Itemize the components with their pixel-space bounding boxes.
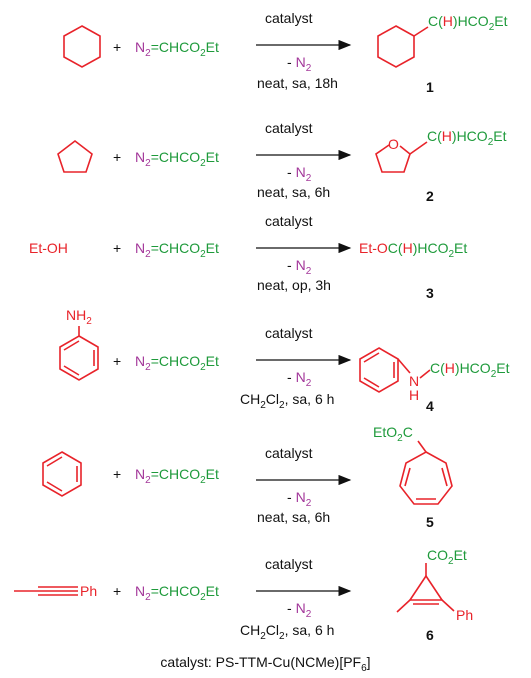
minus-n2: - N2 bbox=[287, 369, 312, 389]
hydrogen-atom: H bbox=[409, 387, 419, 403]
thf-product-ring bbox=[375, 144, 411, 173]
plus-sign: + bbox=[113, 240, 121, 256]
plus-sign: + bbox=[113, 466, 121, 482]
catalyst-label: catalyst bbox=[265, 556, 313, 572]
conditions-2: neat, sa, 6h bbox=[257, 184, 330, 200]
product-6-ester: CO2Et bbox=[427, 547, 467, 567]
bond bbox=[397, 358, 411, 374]
compound-number-5: 5 bbox=[426, 514, 434, 530]
catalyst-label: catalyst bbox=[265, 325, 313, 341]
plus-sign: + bbox=[113, 149, 121, 165]
benzene-ring bbox=[42, 451, 82, 497]
reaction-3: Et-OH + N2=CHCO2Et catalyst - N2 neat, o… bbox=[29, 213, 467, 301]
diazo-reagent: N2=CHCO2Et bbox=[135, 149, 219, 169]
ethanol: Et-OH bbox=[29, 240, 68, 256]
conditions-1: neat, sa, 18h bbox=[257, 75, 338, 91]
product-3: Et-OC(H)HCO2Et bbox=[359, 240, 467, 260]
minus-n2: - N2 bbox=[287, 257, 312, 277]
diazo-reagent: N2=CHCO2Et bbox=[135, 353, 219, 373]
conditions-3: neat, op, 3h bbox=[257, 277, 331, 293]
compound-number-2: 2 bbox=[426, 188, 434, 204]
bond bbox=[441, 599, 455, 612]
cyclohexane-ring bbox=[63, 25, 101, 68]
reaction-scheme: + N2=CHCO2Et catalyst - N2 neat, sa, 18h… bbox=[14, 10, 510, 643]
reaction-5: + N2=CHCO2Et catalyst - N2 neat, sa, 6h … bbox=[42, 424, 453, 530]
conditions-6: CH2Cl2, sa, 6 h bbox=[240, 622, 334, 642]
cyclohexyl-ring bbox=[377, 25, 415, 68]
bond bbox=[63, 365, 80, 376]
diazo-reagent: N2=CHCO2Et bbox=[135, 466, 219, 486]
amine-group: NH2 bbox=[66, 307, 92, 327]
cycloheptatriene-ring bbox=[399, 451, 453, 505]
minus-n2: - N2 bbox=[287, 164, 312, 184]
oxygen-atom: O bbox=[388, 136, 399, 152]
catalyst-label: catalyst bbox=[265, 10, 313, 26]
minus-n2: - N2 bbox=[287, 54, 312, 74]
bond bbox=[404, 467, 411, 487]
catalyst-footnote: catalyst: PS-TTM-Cu(NCMe)[PF6] bbox=[0, 654, 531, 674]
bond bbox=[363, 352, 380, 363]
bond bbox=[46, 481, 63, 492]
product-2-substituent: C(H)HCO2Et bbox=[427, 128, 507, 148]
reaction-2: + N2=CHCO2Et catalyst - N2 neat, sa, 6h … bbox=[57, 120, 507, 204]
catalyst-label: catalyst bbox=[265, 445, 313, 461]
thf-ring bbox=[57, 139, 93, 173]
compound-number-1: 1 bbox=[426, 79, 434, 95]
product-5-ester: EtO2C bbox=[373, 424, 413, 444]
product-1-substituent: C(H)HCO2Et bbox=[428, 13, 508, 33]
product-6-phenyl: Ph bbox=[456, 607, 473, 623]
plus-sign: + bbox=[113, 353, 121, 369]
aniline-ring bbox=[59, 335, 99, 381]
minus-n2: - N2 bbox=[287, 600, 312, 620]
catalyst-label: catalyst bbox=[265, 213, 313, 229]
bond bbox=[417, 440, 427, 453]
bond bbox=[63, 340, 80, 351]
bond bbox=[419, 369, 431, 379]
conditions-5: neat, sa, 6h bbox=[257, 509, 330, 525]
compound-number-4: 4 bbox=[426, 398, 434, 414]
compound-number-3: 3 bbox=[426, 285, 434, 301]
diazo-reagent: N2=CHCO2Et bbox=[135, 583, 219, 603]
bond bbox=[441, 467, 448, 487]
bond bbox=[396, 599, 411, 613]
plus-sign: + bbox=[113, 583, 121, 599]
minus-n2: - N2 bbox=[287, 489, 312, 509]
product-4-substituent: C(H)HCO2Et bbox=[430, 360, 510, 380]
reaction-1: + N2=CHCO2Et catalyst - N2 neat, sa, 18h… bbox=[63, 10, 508, 95]
cyclopropene-ring bbox=[408, 574, 444, 601]
phenyl-label: Ph bbox=[80, 583, 97, 599]
catalyst-label: catalyst bbox=[265, 120, 313, 136]
plus-sign: + bbox=[113, 39, 121, 55]
diazo-reagent: N2=CHCO2Et bbox=[135, 39, 219, 59]
bond bbox=[363, 377, 380, 388]
catalyst-footnote-text: catalyst: PS-TTM-Cu(NCMe)[PF6] bbox=[160, 654, 371, 674]
bond bbox=[409, 141, 428, 155]
phenyl-ring bbox=[359, 347, 399, 393]
diazo-reagent: N2=CHCO2Et bbox=[135, 240, 219, 260]
compound-number-6: 6 bbox=[426, 627, 434, 643]
reaction-4: NH2 + N2=CHCO2Et catalyst - N2 CH2Cl2, s… bbox=[59, 307, 510, 414]
reaction-6: Ph + N2=CHCO2Et catalyst - N2 CH2Cl2, sa… bbox=[14, 547, 473, 643]
bond bbox=[46, 456, 63, 467]
nitrogen-atom: N bbox=[409, 373, 419, 389]
conditions-4: CH2Cl2, sa, 6 h bbox=[240, 391, 334, 411]
bond bbox=[413, 26, 429, 37]
